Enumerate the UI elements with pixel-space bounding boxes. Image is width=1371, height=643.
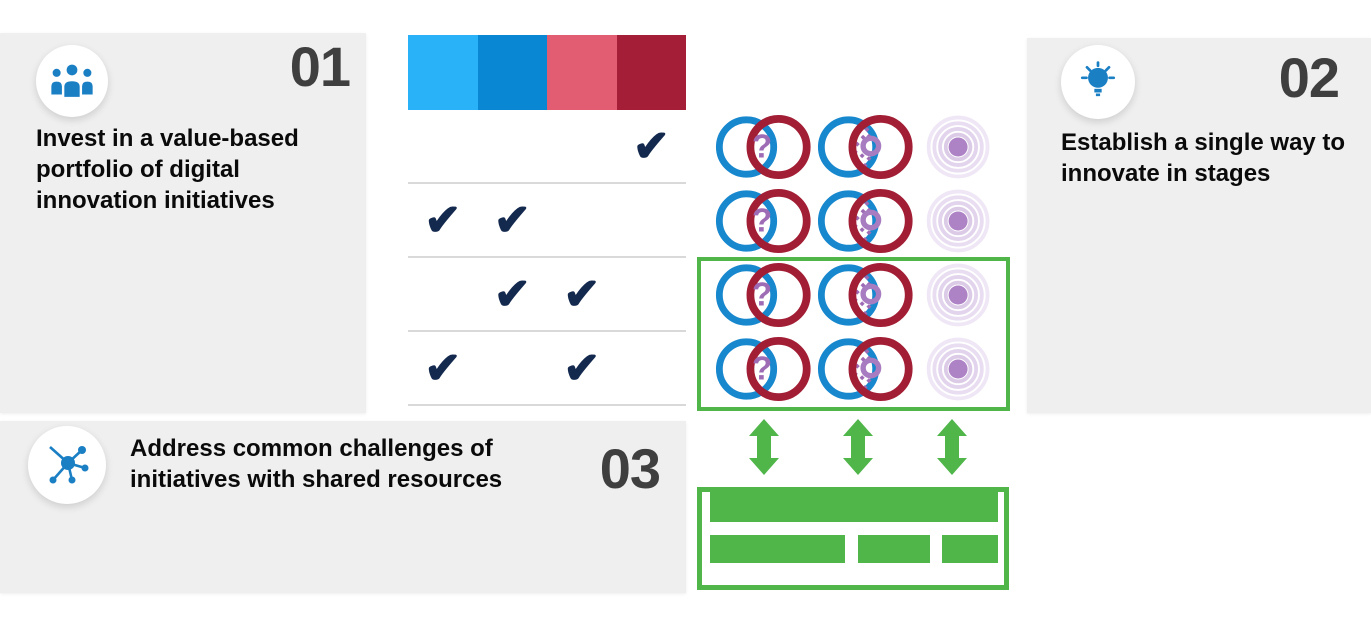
updown-arrow-icon [843,419,873,475]
updown-arrow-icon [749,419,779,475]
legend-segment-2 [477,35,547,110]
network-icon [49,446,89,484]
ripple-target-icon [926,189,990,253]
ideation-overlap-circles-icon [814,114,918,180]
check-table-row: ✔ [408,110,686,184]
stage-row [700,110,1012,184]
legend-segment-3 [547,35,617,110]
question-overlap-circles-icon [712,188,816,254]
panel-02-title: Establish a single way to innovate in st… [1061,129,1346,187]
step-number-03: 03 [599,437,661,500]
resource-bar-small [942,535,998,563]
portfolio-legend-bar [408,35,686,110]
lightbulb-icon [1080,61,1116,97]
check-cell: ✔ [493,269,531,319]
check-cell: ✔ [563,269,601,319]
check-cell: ✔ [424,343,462,393]
step-number-02: 02 [1278,46,1340,109]
check-cell [617,184,687,256]
check-cell [478,110,548,182]
legend-segment-1 [408,35,478,110]
check-table-row: ✔ ✔ [408,184,686,258]
check-cell [408,258,478,330]
ripple-target-icon [926,115,990,179]
panel-shared-resources: Address common challenges of initiatives… [0,421,686,593]
updown-arrow-icon [937,419,967,475]
resource-bar-full [710,492,998,522]
check-cell [478,332,548,404]
legend-segment-4 [616,35,686,110]
panel-03-title: Address common challenges of initiatives… [130,435,503,493]
step-number-01: 01 [289,35,351,98]
check-cell [408,110,478,182]
stage-highlight-frame [697,257,1010,411]
people-icon-badge [36,45,108,117]
check-cell: ✔ [424,195,462,245]
stage-row [700,184,1012,258]
check-cell [547,110,617,182]
ideation-overlap-circles-icon [814,188,918,254]
shared-resources-box [697,487,1009,590]
resource-bar-medium [858,535,930,563]
check-cell: ✔ [493,195,531,245]
people-icon [51,64,93,97]
resource-bar-wide [710,535,845,563]
panel-01-title: Invest in a value-based portfolio of dig… [36,125,299,214]
check-cell [547,184,617,256]
check-cell [617,258,687,330]
panel-invest-portfolio: 01 Invest in a value-based portfolio of … [0,33,366,413]
portfolio-check-table: ✔ ✔ ✔ ✔ ✔ ✔ ✔ [408,110,686,406]
panel-single-way-innovate: 02 Establish a single way to innovate in… [1027,38,1371,413]
question-overlap-circles-icon [712,114,816,180]
network-icon-badge [28,426,106,504]
check-table-row: ✔ ✔ [408,332,686,406]
check-table-row: ✔ ✔ [408,258,686,332]
check-cell: ✔ [632,121,670,171]
check-cell [617,332,687,404]
lightbulb-icon-badge [1061,45,1135,119]
check-cell: ✔ [563,343,601,393]
